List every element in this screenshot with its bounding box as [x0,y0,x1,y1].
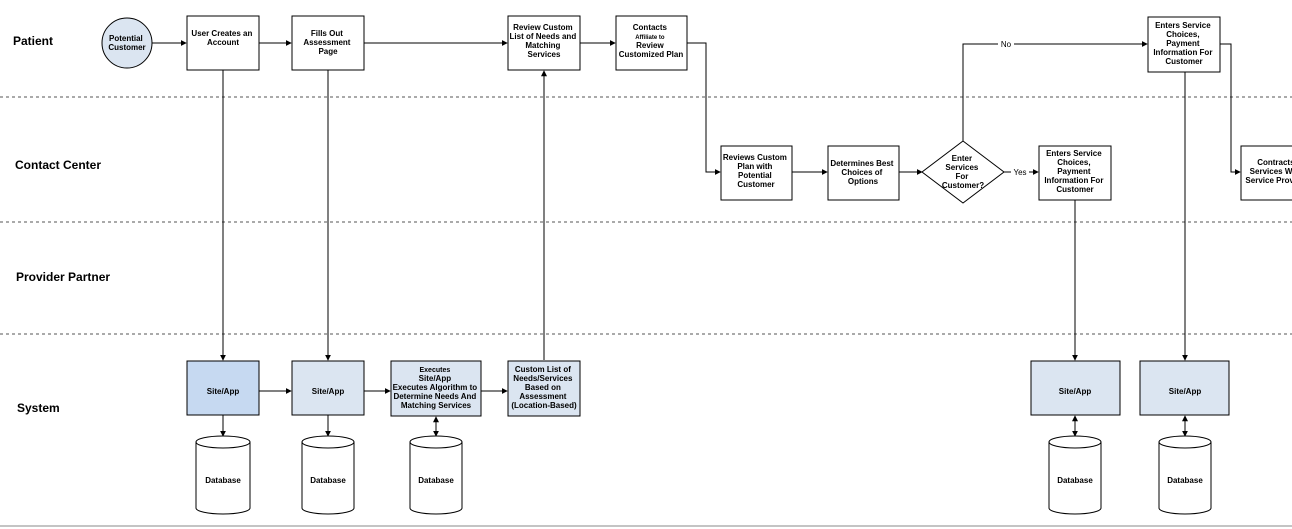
database-5-cylinder [1158,435,1212,515]
site-app-box-3 [1030,360,1121,416]
determines-best-choices-box [827,145,900,201]
site-app-label-3: Site/App [1059,387,1092,396]
reviews-custom-plan-label: Reviews Custom Plan with Potential Custo… [723,153,789,189]
lane-label-patient: Patient [13,34,53,48]
site-app-label-1: Site/App [207,387,240,396]
site-app-box-4 [1139,360,1230,416]
edge-patient-enters-to-contracts [1220,43,1241,175]
database-1-cylinder [195,435,251,515]
edge-label-yes-bg [1011,167,1029,177]
database-label-2: Database [310,476,346,485]
contracts-services-label: Contracts Services With Service Provider [1245,158,1292,185]
edge-label-yes: Yes [1013,168,1026,177]
edge-label-no-bg [998,39,1014,49]
site-app-label-4: Site/App [1169,387,1202,396]
database-label-1: Database [205,476,241,485]
site-app-box-2 [291,360,365,416]
review-custom-list-label: Review Custom List of Needs and Matching… [510,23,579,59]
database-4-cylinder [1048,435,1102,515]
database-2-cylinder [301,435,355,515]
database-label-3: Database [418,476,454,485]
enters-service-choices-cc-label: Enters Service Choices, Payment Informat… [1044,149,1105,194]
site-app-box-1 [186,360,260,416]
user-creates-account-box [186,15,260,71]
enter-services-decision-diamond [921,140,1005,204]
determines-best-choices-label: Determines Best Choices of Options [830,159,895,186]
custom-list-needs-box [507,360,581,417]
fills-out-assessment-box [291,15,365,71]
database-label-5: Database [1167,476,1203,485]
custom-list-needs-label: Custom List of Needs/Services Based on A… [511,365,577,410]
enters-service-choices-patient-box [1147,16,1221,73]
review-custom-list-box [507,15,581,71]
edge-label-no: No [1001,40,1012,49]
edge-decision-no [962,41,1148,141]
potential-customer-label: Potential Customer [108,34,145,52]
enters-service-choices-patient-label: Enters Service Choices, Payment Informat… [1153,21,1214,66]
contacts-affiliate-label: Contacts Affiliate to Review Customized … [619,23,684,59]
database-3-cylinder [409,435,463,515]
enter-services-decision-label: Enter Services For Customer? [942,154,984,190]
contacts-affiliate-box [615,15,688,71]
user-creates-account-label: User Creates an Account [191,29,254,47]
lane-label-provider-partner: Provider Partner [16,270,110,284]
potential-customer-start [101,17,153,69]
contracts-services-box [1240,145,1292,201]
connectors [152,40,1241,437]
database-label-4: Database [1057,476,1093,485]
lane-label-system: System [17,401,60,415]
edge-contacts-to-reviews-plan [687,42,721,175]
site-app-label-2: Site/App [312,387,345,396]
fills-out-assessment-label: Fills Out Assessment Page [303,29,352,56]
executes-algorithm-label: Executes Site/App Executes Algorithm to … [393,365,480,410]
executes-algorithm-box [390,360,482,417]
lane-label-contact-center: Contact Center [15,158,101,172]
reviews-custom-plan-box [720,145,793,201]
enters-service-choices-cc-box [1038,145,1112,201]
